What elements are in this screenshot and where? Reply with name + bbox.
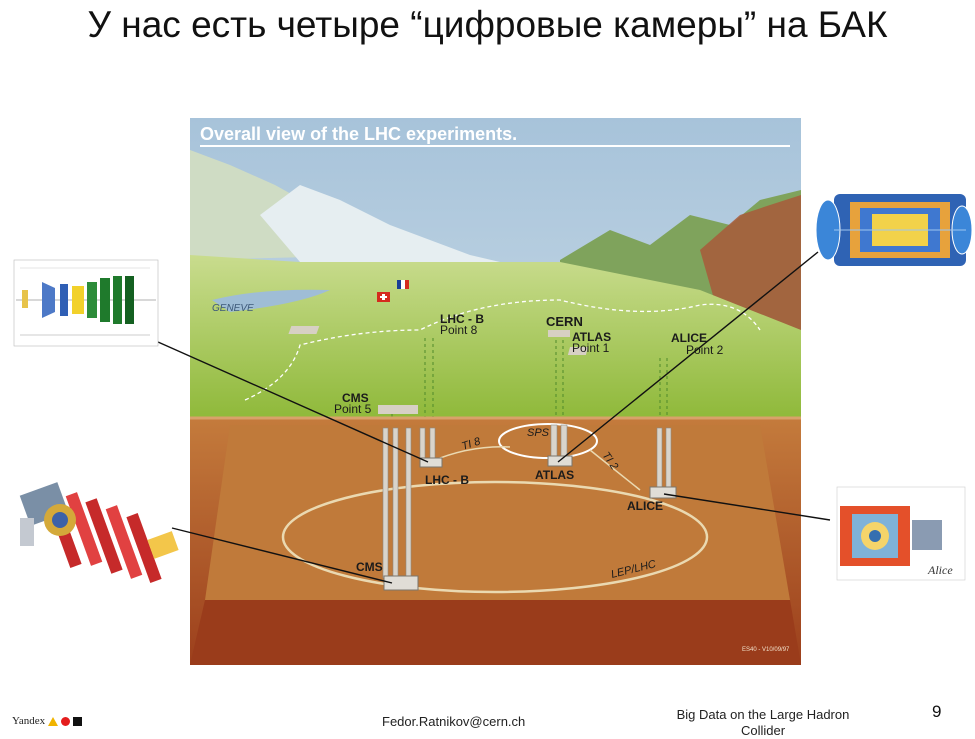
label-alice-surface: ALICE: [671, 331, 707, 345]
atlas-surface-building: [548, 330, 570, 337]
label-alice-point: Point 2: [686, 343, 724, 357]
label-geneva: GENEVE: [212, 303, 254, 314]
label-lhcb-surface: LHC - B: [440, 312, 484, 326]
lake: [212, 289, 330, 312]
connector-lhcb: [157, 341, 429, 463]
label-drawing-code: ES40 - V10/09/97: [742, 647, 790, 653]
ti2-line: [589, 449, 641, 491]
cms-surface-building: [378, 405, 418, 414]
inset-cms-detector: [19, 482, 179, 583]
inset-lhcb-detector: [13, 259, 159, 347]
label-lhcb-underground: LHC - B: [425, 473, 469, 487]
circle-icon: [61, 716, 71, 726]
slide-title: У нас есть четыре “цифровые камеры” на Б…: [87, 4, 888, 45]
alice-surface-building: [567, 347, 589, 355]
label-sps: SPS: [527, 427, 550, 439]
border-line: [244, 299, 761, 401]
alice-inset-caption: Alice: [927, 563, 953, 577]
author-email: Fedor.Ratnikov@cern.ch: [382, 714, 526, 729]
connector-alice: [663, 493, 831, 521]
meadow: [190, 255, 801, 418]
french-flag: [397, 280, 401, 289]
connector-lines: [157, 251, 831, 584]
label-atlas-underground: ATLAS: [535, 468, 574, 482]
label-lhcb-point: Point 8: [440, 323, 478, 337]
label-atlas-point: Point 1: [572, 341, 610, 355]
lhc-panel: Overall view of the LHC experiments. GEN…: [190, 118, 801, 665]
shaft-guides: [391, 338, 668, 418]
label-alice-underground: ALICE: [627, 499, 663, 513]
alice-cavern: [649, 486, 677, 499]
inset-alice-detector: Alice: [836, 486, 966, 581]
label-cern: CERN: [546, 314, 583, 329]
connector-atlas: [557, 251, 819, 463]
course-title: Big Data on the Large Hadron Collider: [676, 707, 850, 738]
lhcb-cavern: [419, 457, 443, 468]
triangle-icon: [48, 716, 59, 726]
label-cms-surface: CMS: [342, 391, 369, 405]
lhc-ring: [281, 480, 709, 594]
lhcb-surface-building: [288, 326, 320, 334]
label-atlas-surface: ATLAS: [572, 330, 611, 344]
inset-atlas-detector: [815, 194, 973, 266]
connector-cms: [171, 527, 393, 584]
label-ti8: TI 8: [460, 435, 483, 453]
label-cms-point: Point 5: [334, 402, 372, 416]
logo-text: Yandex: [12, 715, 46, 727]
snow-mountains: [260, 185, 500, 262]
diagram-banner: Overall view of the LHC experiments.: [200, 124, 517, 144]
yandex-logo: Yandex: [12, 712, 83, 730]
cms-cavern: [383, 575, 419, 591]
cavern: [205, 425, 790, 600]
page-number: 9: [932, 702, 942, 721]
label-cms-underground: CMS: [356, 560, 383, 574]
square-icon: [73, 716, 83, 726]
